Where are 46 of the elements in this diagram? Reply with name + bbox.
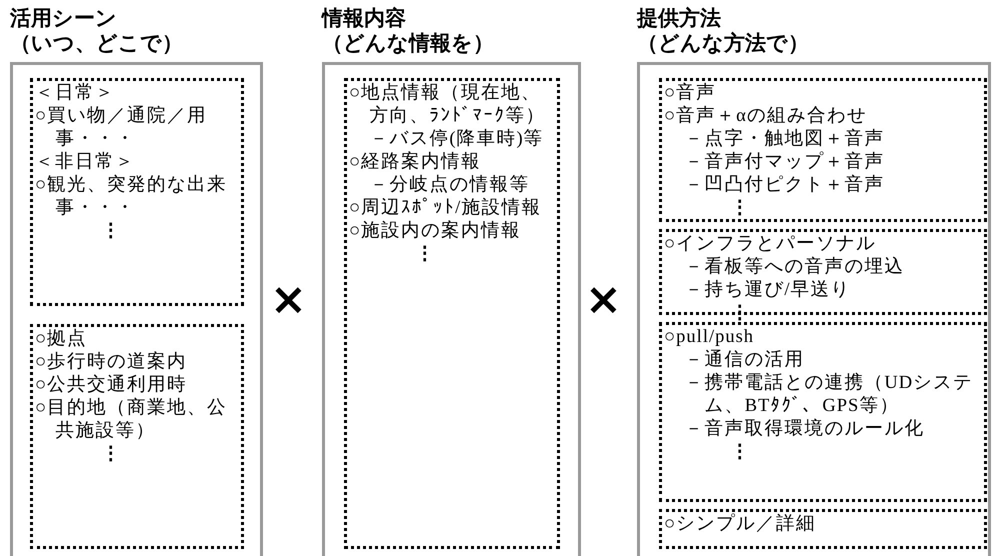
- ellipsis-mark: ⋮: [100, 220, 123, 243]
- dotted-box: [344, 78, 560, 549]
- list-item: －バス停(降車時)等: [368, 128, 545, 151]
- dotted-box: [659, 322, 987, 502]
- column-heading: 活用シーン: [10, 6, 118, 31]
- list-item: －携帯電話との連携（UDシステム、BTﾀｸﾞ、GPS等）: [683, 372, 974, 418]
- list-item: ○経路案内情報: [349, 151, 482, 174]
- list-item: ＜日常＞: [35, 82, 116, 105]
- ellipsis-mark: ⋮: [100, 443, 123, 466]
- multiply-sign: ×: [585, 278, 622, 322]
- list-item: ○音声＋αの組み合わせ: [664, 105, 868, 128]
- list-item: －点字・触地図＋音声: [683, 128, 886, 151]
- column-subheading: （どんな方法で）: [637, 31, 809, 56]
- list-item: ○シンプル／詳細: [664, 513, 818, 536]
- ellipsis-mark: ⋮: [414, 243, 437, 266]
- column-heading: 提供方法: [637, 6, 722, 31]
- list-item: －凹凸付ピクト＋音声: [683, 174, 886, 197]
- column-subheading: （どんな情報を）: [322, 31, 494, 56]
- list-item: －音声付マップ＋音声: [683, 151, 886, 174]
- dotted-box: [659, 509, 987, 549]
- list-item: ○買い物／通院／用事・・・: [35, 105, 208, 151]
- column-heading: 情報内容: [322, 6, 407, 31]
- list-item: ○インフラとパーソナル: [664, 233, 878, 256]
- ellipsis-mark: ⋮: [730, 441, 752, 464]
- multiply-sign: ×: [270, 278, 307, 322]
- list-item: －通信の活用: [683, 349, 806, 372]
- dotted-box: [659, 78, 987, 222]
- column-subheading: （いつ、どこで）: [10, 31, 183, 56]
- dotted-box: [30, 78, 244, 306]
- list-item: ○公共交通利用時: [35, 374, 188, 397]
- list-item: －看板等への音声の埋込: [683, 256, 906, 279]
- list-item: ○周辺ｽﾎﾟｯﾄ/施設情報: [349, 197, 542, 220]
- list-item: －持ち運び/早送り: [683, 279, 852, 302]
- list-item: ○観光、突発的な出来事・・・: [35, 174, 228, 220]
- list-item: ○音声: [664, 82, 718, 105]
- list-item: ○地点情報（現在地、方向、ﾗﾝﾄﾞﾏｰｸ等）: [349, 82, 546, 128]
- list-item: ＜非日常＞: [35, 151, 136, 174]
- list-item: ○拠点: [35, 328, 88, 351]
- list-item: －分岐点の情報等: [368, 174, 530, 197]
- list-item: ○施設内の案内情報: [349, 220, 522, 243]
- ellipsis-mark: ⋮: [730, 197, 752, 220]
- list-item: ○歩行時の道案内: [35, 351, 188, 374]
- list-item: －音声取得環境のルール化: [683, 418, 926, 441]
- dotted-box: [30, 324, 244, 549]
- list-item: ○pull/push: [664, 326, 756, 349]
- list-item: ○目的地（商業地、公共施設等）: [35, 397, 228, 443]
